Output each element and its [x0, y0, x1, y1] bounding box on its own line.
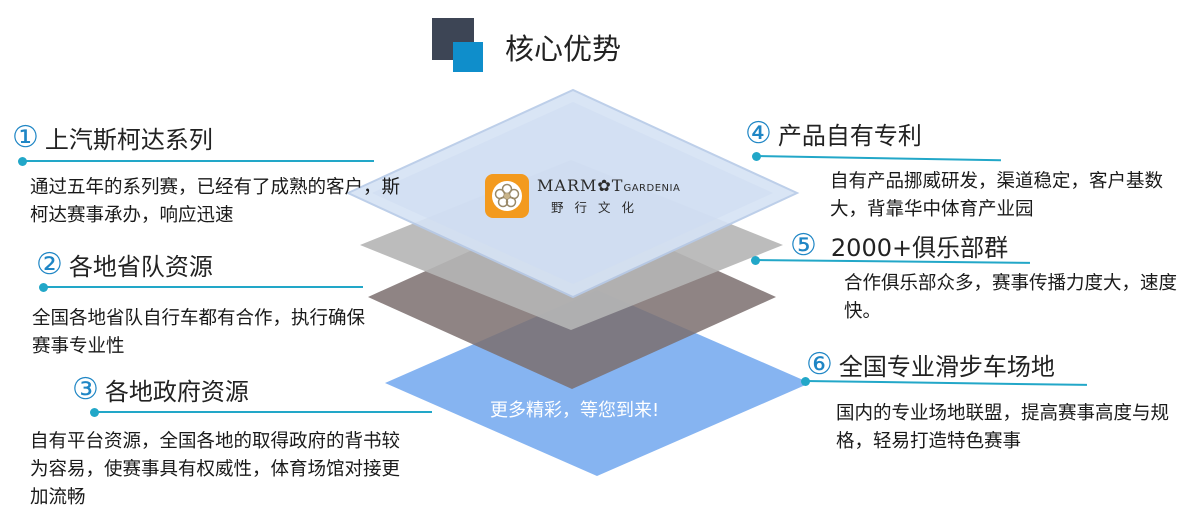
item-1-title: ① 上汽斯柯达系列: [12, 119, 213, 155]
flower-icon: [485, 174, 529, 218]
brand-logo: MARM✿TGARDENIA 野行文化: [485, 174, 680, 218]
item-5-desc: 合作俱乐部众多，赛事传播力度大，速度快。: [844, 273, 1178, 322]
header-square-blue: [453, 42, 483, 72]
item-6-desc: 国内的专业场地联盟，提高赛事高度与规格，轻易打造特色赛事: [836, 403, 1170, 452]
flower-mini-icon: ✿: [597, 176, 612, 195]
brand-name-en: MARM✿TGARDENIA: [537, 176, 681, 195]
more-highlights-text: 更多精彩，等您到来!: [490, 400, 660, 421]
connector-line: [94, 411, 432, 413]
item-4-title: ④ 产品自有专利: [745, 115, 922, 151]
number-5-icon: ⑤: [790, 227, 817, 263]
item-5-title: ⑤ 2000+俱乐部群: [790, 227, 1009, 263]
number-2-icon: ②: [36, 246, 63, 282]
item-2-title: ② 各地省队资源: [36, 246, 213, 282]
item-3-title: ③ 各地政府资源: [72, 371, 249, 407]
item-6-title: ⑥ 全国专业滑步车场地: [806, 346, 1055, 382]
layer-top-glass-inner: [372, 102, 773, 284]
number-4-icon: ④: [745, 115, 772, 151]
number-6-icon: ⑥: [806, 346, 833, 382]
item-4-desc: 自有产品挪威研发，渠道稳定，客户基数大，背靠华中体育产业园: [830, 171, 1164, 220]
page-title: 核心优势: [505, 32, 622, 66]
item-1-desc: 通过五年的系列赛，已经有了成熟的客户，斯柯达赛事承办，响应迅速: [30, 177, 401, 226]
item-2-desc: 全国各地省队自行车都有合作，执行确保赛事专业性: [32, 308, 366, 357]
number-3-icon: ③: [72, 371, 99, 407]
number-1-icon: ①: [12, 119, 39, 155]
item-3-desc: 自有平台资源，全国各地的取得政府的背书较为容易，使赛事具有权威性，体育场馆对接更…: [30, 431, 401, 508]
brand-name-cn: 野行文化: [551, 200, 646, 215]
connector-line: [43, 286, 363, 288]
connector-line: [22, 160, 374, 162]
